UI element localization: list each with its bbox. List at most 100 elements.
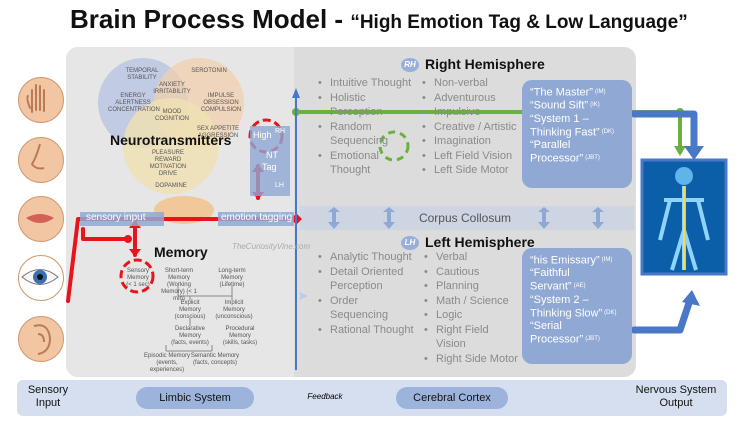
corpus-arrows <box>328 207 604 229</box>
rh-quote: “Parallel Processor”(JBT) <box>530 139 600 165</box>
lh-badge-small: LH <box>275 182 284 189</box>
mem-semantic: Semantic Memory(facts, concepts) <box>190 353 240 366</box>
lh-quote: “Faithful Servant”(AE) <box>530 267 586 293</box>
venn-bottom: DOPAMINE <box>155 183 187 189</box>
venn-left: ENERGY ALERTNESS CONCENTRATION <box>108 93 160 113</box>
list-item: Right Field Vision <box>424 323 520 352</box>
neurotransmitters-label: Neurotransmitters <box>110 132 232 148</box>
rh-list-2: Non-verbal Adventurous Impulsive Creativ… <box>422 76 518 178</box>
venn-center: MOOD COGNITION <box>155 109 189 122</box>
lh-list-1: Analytic Thought Detail Oriented Percept… <box>318 250 418 337</box>
emotion-tagging-label: emotion tagging <box>221 212 293 223</box>
memory-label: Memory <box>154 244 208 260</box>
venn-top-left: TEMPORAL STABILITY <box>125 68 159 81</box>
mem-short-term: Short-term Memory(Working Memory) (< 1 m… <box>161 268 197 302</box>
list-item: Logic <box>424 308 520 323</box>
nervous-output-label: Nervous System Output <box>635 384 717 409</box>
limbic-system-pill: Limbic System <box>136 387 254 409</box>
list-item: Left Field Vision <box>422 149 518 164</box>
mem-declarative: Declarative Memory(facts, events) <box>171 326 209 346</box>
mem-sensory: Sensory Memory(< 1 sec) <box>126 268 150 288</box>
venn-bottom-right: SEX APPETITE AGGRESSION <box>196 126 240 139</box>
nt-label: NT <box>266 150 278 160</box>
mem-explicit: Explicit Memory(conscious) <box>174 300 206 320</box>
list-item: Verbal <box>424 250 520 265</box>
red-node-2 <box>124 235 132 243</box>
rh-quote: “Sound Sift”(IK) <box>530 99 600 112</box>
mem-procedural: Procedural Memory(skills, tasks) <box>222 326 258 346</box>
feedback-label: Feedback <box>296 392 354 404</box>
sensory-input-strip <box>80 212 164 226</box>
memory-cycle-icon <box>119 258 155 294</box>
venn-center-top: ANXIETY IRRITABILITY <box>153 82 191 95</box>
sensory-input-label: Sensory Input <box>27 384 69 409</box>
venn-top-right: SEROTONIN <box>191 68 227 74</box>
list-item: Intuitive Thought <box>318 76 414 91</box>
list-item: Right Side Motor <box>424 352 520 367</box>
divider-arrow-top <box>292 88 300 98</box>
rh-badge: RH <box>401 58 419 73</box>
lh-quote: “his Emissary”(IM) <box>530 254 613 267</box>
high-label: High <box>253 130 272 140</box>
ear-icon <box>18 316 64 362</box>
lh-list-2: Verbal Cautious Planning Math / Science … <box>424 250 520 366</box>
mem-implicit: Implicit Memory(unconscious) <box>215 300 253 320</box>
eye-glyph <box>21 269 59 285</box>
mem-long-term: Long-term Memory(Lifetime) <box>218 268 246 288</box>
list-item: Adventurous <box>422 91 518 106</box>
list-item: Impulsive <box>422 105 518 120</box>
corpus-band <box>300 206 634 230</box>
list-item: Cautious <box>424 265 520 280</box>
tag-label: Tag <box>262 162 277 172</box>
venn-diagram <box>98 58 244 194</box>
venn-bottom-left: PLEASURE REWARD MOTIVATION DRIVE <box>149 150 187 177</box>
mem-episodic: Episodic Memory(events, experiences) <box>143 353 190 373</box>
emotion-tagging-strip <box>218 212 294 226</box>
title-subtitle: “High Emotion Tag & Low Language” <box>350 12 688 33</box>
list-item: Order Sequencing <box>318 294 418 323</box>
nose-glyph <box>30 143 45 170</box>
blue-arrow-head-top <box>684 146 704 160</box>
list-item: Emotional Thought <box>318 149 414 178</box>
lh-quote-box: “his Emissary”(IM) “Faithful Servant”(AE… <box>522 248 632 364</box>
cerebral-cortex-pill: Cerebral Cortex <box>396 387 508 409</box>
blue-output-arrows <box>630 110 698 334</box>
sensory-input-strip-label: sensory input <box>86 212 146 223</box>
rh-badge-small: RH <box>275 128 286 135</box>
memory-tree-lines <box>165 286 233 352</box>
corpus-label: Corpus Collosum <box>418 211 512 225</box>
blue-arrow-head-bottom <box>682 290 700 306</box>
lh-quote: “Serial Processor”(JBT) <box>530 320 600 346</box>
lh-quote: “System 2 – Thinking Slow”(DK) <box>530 293 617 320</box>
list-item: Non-verbal <box>422 76 518 91</box>
list-item: Rational Thought <box>318 323 418 338</box>
green-arrow-head <box>674 146 686 156</box>
hand-glyph <box>26 84 45 113</box>
list-item: Planning <box>424 279 520 294</box>
title-main: Brain Process Model - <box>70 4 351 34</box>
page-title: Brain Process Model - “High Emotion Tag … <box>70 4 688 35</box>
list-item: Analytic Thought <box>318 250 418 265</box>
red-down-arrow <box>129 249 141 257</box>
list-item: Imagination <box>422 134 518 149</box>
nose-icon <box>18 137 64 183</box>
list-item: Random Sequencing <box>318 120 414 149</box>
mouth-glyph <box>26 214 54 223</box>
list-item: Holistic Perception <box>318 91 414 120</box>
rh-quote: “The Master”(IM) <box>530 86 606 99</box>
ear-glyph <box>33 324 52 355</box>
divider-arrow-mid <box>300 292 308 300</box>
list-item: Math / Science <box>424 294 520 309</box>
venn-right: IMPULSE OBSESSION COMPULSION <box>200 93 242 113</box>
bottom-bar <box>17 380 727 416</box>
rh-list-1: Intuitive Thought Holistic Perception Ra… <box>318 76 414 178</box>
list-item: Creative / Artistic <box>422 120 518 135</box>
watermark: TheCuriosityVine.com <box>232 242 311 251</box>
nt-tag-box <box>250 126 290 196</box>
lh-badge: LH <box>401 236 419 251</box>
list-item: Left Side Motor <box>422 163 518 178</box>
rh-quote-box: “The Master”(IM) “Sound Sift”(IK) “Syste… <box>522 80 632 188</box>
